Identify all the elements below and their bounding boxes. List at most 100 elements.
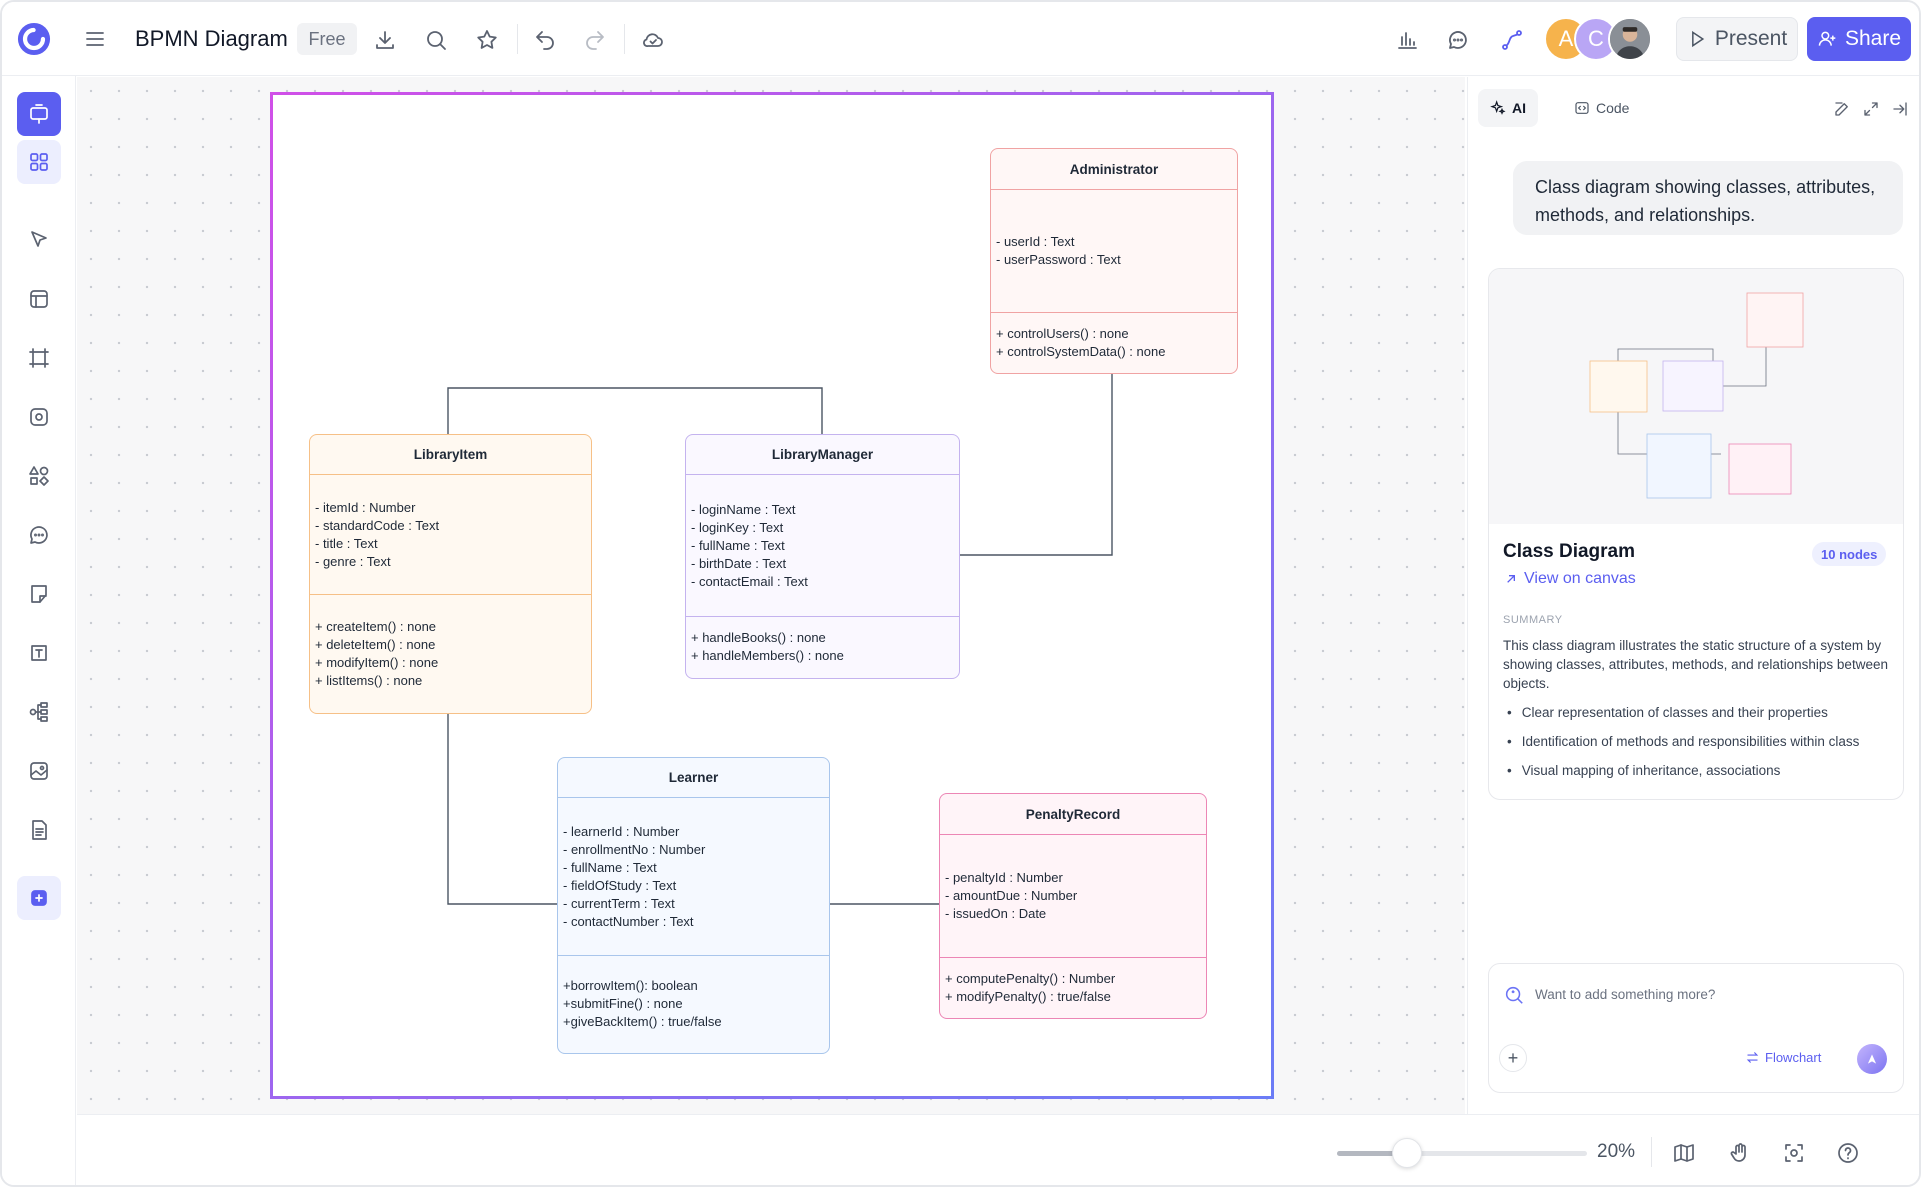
separator [517, 24, 518, 54]
attribute: - birthDate : Text [691, 555, 959, 573]
document-icon[interactable] [17, 808, 61, 852]
hand-icon[interactable] [1727, 1140, 1753, 1166]
ai-panel: AI Code Class diagram showing classes, a… [1467, 77, 1921, 1114]
class-box-librarymanager[interactable]: LibraryManager - loginName : Text - logi… [685, 434, 960, 679]
connector-line[interactable] [448, 714, 557, 904]
bullet-icon: • [1507, 763, 1512, 778]
chat-input-box[interactable]: Want to add something more? + Flowchart [1488, 963, 1904, 1093]
fit-screen-icon[interactable] [1781, 1140, 1807, 1166]
method: + modifyPenalty() : true/false [945, 988, 1206, 1006]
map-icon[interactable] [1671, 1140, 1697, 1166]
list-item: • Identification of methods and responsib… [1507, 734, 1859, 749]
ai-search-icon [1503, 984, 1525, 1006]
methods-section: + computePenalty() : Number + modifyPena… [940, 958, 1206, 1018]
method: + listItems() : none [315, 672, 591, 690]
mindmap-icon[interactable] [17, 690, 61, 734]
chart-icon[interactable] [1394, 27, 1420, 53]
flowchart-selector[interactable]: Flowchart [1745, 1050, 1821, 1065]
method: + handleMembers() : none [691, 647, 959, 665]
send-icon [1865, 1052, 1879, 1066]
method: +borrowItem(): boolean [563, 977, 829, 995]
attribute: - currentTerm : Text [563, 895, 829, 913]
edit-icon[interactable] [1832, 99, 1852, 119]
bottom-bar: 20% [77, 1114, 1921, 1187]
send-button[interactable] [1857, 1044, 1887, 1074]
class-box-administrator[interactable]: Administrator - userId : Text - userPass… [990, 148, 1238, 374]
connector-line[interactable] [957, 374, 1112, 555]
image-icon[interactable] [17, 749, 61, 793]
star-icon[interactable] [474, 27, 500, 53]
plus-icon: + [1508, 1048, 1519, 1069]
attribute: - fullName : Text [563, 859, 829, 877]
cloud-icon[interactable] [640, 27, 666, 53]
view-on-canvas-link[interactable]: View on canvas [1503, 570, 1636, 588]
zoom-slider-handle[interactable] [1392, 1138, 1422, 1168]
top-bar: BPMN Diagram Free A C Present Share [2, 2, 1921, 76]
class-box-learner[interactable]: Learner - learnerId : Number - enrollmen… [557, 757, 830, 1054]
tab-ai[interactable]: AI [1478, 89, 1538, 127]
bullet-text: Identification of methods and responsibi… [1522, 734, 1860, 749]
elements-icon[interactable] [17, 454, 61, 498]
attributes-section: - penaltyId : Number - amountDue : Numbe… [940, 835, 1206, 958]
frame-icon[interactable] [17, 336, 61, 380]
attribute: - contactNumber : Text [563, 913, 829, 931]
present-button[interactable]: Present [1676, 17, 1798, 61]
attribute: - genre : Text [315, 553, 591, 571]
diagram-thumbnail[interactable] [1489, 269, 1904, 524]
tab-code[interactable]: Code [1562, 89, 1641, 127]
attribute: - userId : Text [996, 233, 1237, 251]
share-button[interactable]: Share [1807, 17, 1911, 61]
collapse-panel-icon[interactable] [1890, 99, 1910, 119]
share-label: Share [1845, 27, 1901, 51]
sticky-note-icon[interactable] [17, 572, 61, 616]
text-icon[interactable] [17, 631, 61, 675]
nodes-badge: 10 nodes [1812, 542, 1886, 566]
expand-icon[interactable] [1861, 99, 1881, 119]
document-title[interactable]: BPMN Diagram [135, 26, 288, 52]
attributes-section: - loginName : Text - loginKey : Text - f… [686, 475, 959, 617]
help-icon[interactable] [1835, 1140, 1861, 1166]
comment-icon[interactable] [1445, 27, 1471, 53]
plan-badge[interactable]: Free [297, 23, 357, 55]
attribute: - fieldOfStudy : Text [563, 877, 829, 895]
layout-icon[interactable] [17, 277, 61, 321]
class-name: PenaltyRecord [940, 794, 1206, 835]
menu-icon[interactable] [80, 27, 110, 51]
redo-icon[interactable] [582, 27, 608, 53]
code-icon [1574, 100, 1590, 116]
class-box-penaltyrecord[interactable]: PenaltyRecord - penaltyId : Number - amo… [939, 793, 1207, 1019]
method: + modifyItem() : none [315, 654, 591, 672]
class-box-libraryitem[interactable]: LibraryItem - itemId : Number - standard… [309, 434, 592, 714]
comment-tool-icon[interactable] [17, 513, 61, 557]
add-icon[interactable] [17, 876, 61, 920]
app-logo[interactable] [16, 21, 52, 57]
chat-input-placeholder[interactable]: Want to add something more? [1535, 987, 1715, 1002]
attribute: - itemId : Number [315, 499, 591, 517]
attach-button[interactable]: + [1499, 1044, 1527, 1072]
pointer-icon[interactable] [17, 218, 61, 262]
avatar[interactable] [1608, 17, 1652, 61]
methods-section: + createItem() : none + deleteItem() : n… [310, 595, 591, 712]
templates-icon[interactable] [17, 140, 61, 184]
method: + deleteItem() : none [315, 636, 591, 654]
card-title: Class Diagram [1503, 541, 1635, 563]
diagram-frame[interactable]: Administrator - userId : Text - userPass… [270, 92, 1274, 1099]
zoom-slider[interactable] [1337, 1151, 1587, 1156]
class-name: LibraryItem [310, 435, 591, 475]
method: + controlUsers() : none [996, 325, 1237, 343]
attribute: - fullName : Text [691, 537, 959, 555]
bullet-icon: • [1507, 734, 1512, 749]
presentation-icon[interactable] [17, 92, 61, 136]
undo-icon[interactable] [532, 27, 558, 53]
method: + handleBooks() : none [691, 629, 959, 647]
shape-icon[interactable] [17, 395, 61, 439]
search-icon[interactable] [423, 27, 449, 53]
avatar-initial: A [1559, 26, 1574, 52]
download-icon[interactable] [372, 27, 398, 53]
attribute: - enrollmentNo : Number [563, 841, 829, 859]
connector-line[interactable] [448, 388, 822, 434]
result-card[interactable]: Class Diagram 10 nodes View on canvas SU… [1488, 268, 1904, 800]
list-item: •Visual mapping of inheritance, associat… [1507, 763, 1780, 778]
left-toolbar [2, 76, 76, 1187]
connector-icon[interactable] [1499, 27, 1525, 53]
